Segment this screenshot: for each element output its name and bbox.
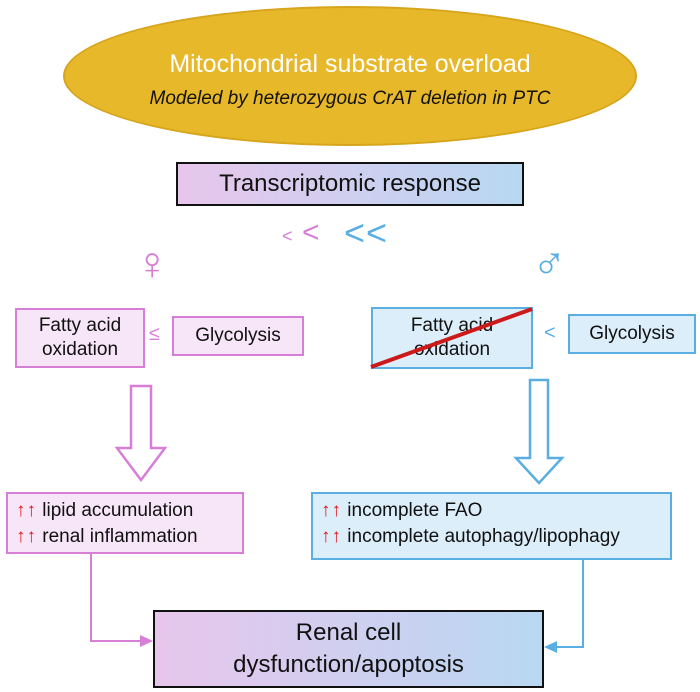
transcriptomic-response-box: Transcriptomic response: [176, 162, 524, 206]
female-outcome-row-1: ↑↑ lipid accumulation: [16, 498, 234, 524]
male-glycolysis-box: Glycolysis: [568, 314, 696, 354]
male-outcome-row-1: ↑↑ incomplete FAO: [321, 498, 662, 524]
female-fao-line2: oxidation: [41, 339, 119, 360]
female-connector-line: [90, 554, 143, 642]
transcriptomic-response-label: Transcriptomic response: [219, 170, 481, 197]
increase-arrows-icon: ↑↑: [16, 526, 37, 547]
female-outcome-2: renal inflammation: [42, 526, 198, 547]
ellipse-title: Mitochondrial substrate overload: [169, 50, 531, 78]
male-connector-line: [556, 560, 584, 648]
female-down-arrow-icon: [114, 384, 168, 483]
big-blue-less-than-2: <: [366, 212, 388, 253]
renal-cell-outcome-box: Renal cell dysfunction/apoptosis: [153, 610, 544, 688]
female-connector-arrowhead-icon: [140, 635, 153, 647]
final-line-2: dysfunction/apoptosis: [233, 651, 464, 678]
male-outcome-row-2: ↑↑ incomplete autophagy/lipophagy: [321, 524, 662, 550]
female-outcome-1: lipid accumulation: [42, 500, 194, 521]
increase-arrows-icon: ↑↑: [321, 500, 342, 521]
male-outcome-1: incomplete FAO: [347, 500, 483, 521]
male-outcome-2: incomplete autophagy/lipophagy: [347, 526, 620, 547]
male-connector-arrowhead-icon: [544, 641, 557, 653]
substrate-overload-ellipse: [63, 6, 637, 146]
female-outcome-row-2: ↑↑ renal inflammation: [16, 524, 234, 550]
small-pink-less-than-2: <: [302, 216, 320, 249]
male-outcome-box: ↑↑ incomplete FAO ↑↑ incomplete autophag…: [311, 492, 672, 560]
female-outcome-box: ↑↑ lipid accumulation ↑↑ renal inflammat…: [6, 492, 244, 554]
male-symbol-icon: ♂: [532, 237, 567, 289]
increase-arrows-icon: ↑↑: [16, 500, 37, 521]
female-fao-box: Fatty acid oxidation: [15, 308, 145, 368]
final-line-1: Renal cell: [295, 619, 402, 646]
female-symbol-icon: ♀: [135, 237, 170, 289]
comparison-symbols: < < < <: [282, 212, 422, 258]
male-glycolysis-label: Glycolysis: [589, 323, 675, 344]
female-glycolysis-box: Glycolysis: [172, 316, 304, 356]
female-relation: ≤: [149, 323, 160, 345]
female-glycolysis-label: Glycolysis: [195, 325, 281, 346]
small-pink-less-than-1: <: [282, 226, 293, 246]
male-relation: <: [544, 322, 556, 344]
strike-through-line: [370, 307, 533, 369]
ellipse-subtitle: Modeled by heterozygous CrAT deletion in…: [149, 88, 551, 109]
male-down-arrow-icon: [513, 378, 565, 485]
increase-arrows-icon: ↑↑: [321, 526, 342, 547]
big-blue-less-than-1: <: [344, 212, 366, 253]
female-fao-line1: Fatty acid: [38, 315, 122, 336]
